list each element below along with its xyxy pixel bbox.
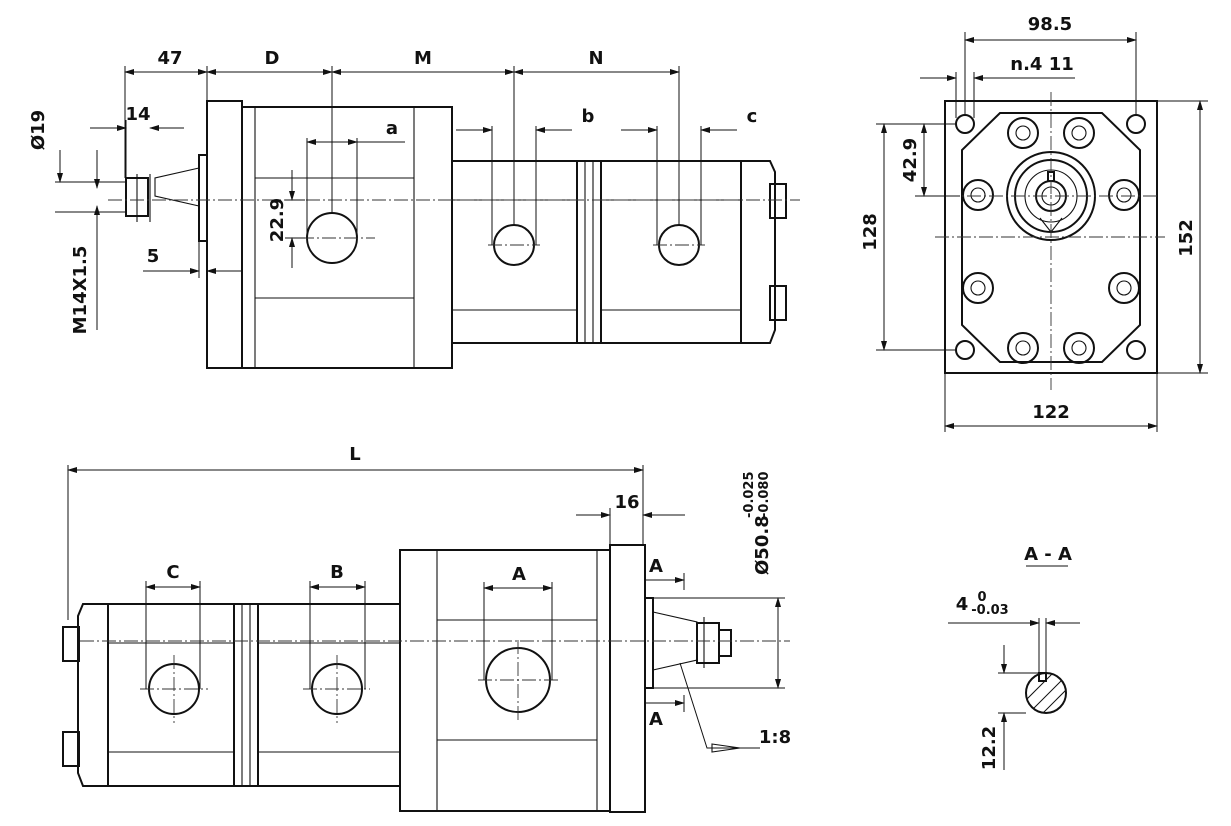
- dim-122: 122: [1032, 402, 1070, 423]
- dim-m: M: [414, 48, 432, 69]
- key-tol-upper: 0: [977, 590, 986, 605]
- dim-n: N: [588, 48, 603, 69]
- side-middle-section: [257, 603, 401, 787]
- dim-b: b: [582, 106, 595, 127]
- dim-42-9: 42.9: [900, 138, 921, 182]
- side-flange: [609, 544, 646, 813]
- dim-n4-11: n.4 11: [1010, 54, 1074, 75]
- dim-152: 152: [1176, 219, 1197, 257]
- dim-22-9: 22.9: [267, 198, 288, 242]
- top-view: 47 D M N 14 Ø19 M14X1.5 5 22.9: [28, 48, 800, 369]
- key-width: 4: [956, 594, 969, 615]
- dim-98-5: 98.5: [1028, 14, 1072, 35]
- dim-14: 14: [125, 104, 150, 125]
- top-shaft: [154, 167, 200, 207]
- dim-16: 16: [614, 492, 639, 513]
- side-front-section: [399, 549, 611, 812]
- dim-c-port: C: [166, 562, 179, 583]
- flange-bolt-bosses: [962, 117, 1140, 364]
- dim-a-port: A: [512, 564, 526, 585]
- side-rear-section: [107, 603, 235, 787]
- flange-body-outline: [961, 112, 1141, 363]
- dim-phi50-8: Ø50.8: [752, 515, 773, 575]
- section-title: A - A: [1024, 544, 1072, 565]
- dim-c: c: [747, 106, 758, 127]
- tol-upper-phi50-8: -0.025: [742, 471, 757, 518]
- top-flange: [206, 100, 243, 369]
- dim-47: 47: [157, 48, 182, 69]
- dim-12-2: 12.2: [979, 726, 1000, 770]
- side-view: L 16 Ø50.8 -0.025 -0.080 C B A A A: [62, 444, 791, 813]
- taper-1-8: 1:8: [759, 727, 791, 748]
- dim-m14x1-5: M14X1.5: [70, 246, 91, 335]
- tol-lower-phi50-8: -0.080: [757, 471, 772, 518]
- section-mark-top: A: [649, 556, 663, 577]
- dim-5: 5: [147, 246, 160, 267]
- dim-a: a: [386, 118, 398, 139]
- dim-l: L: [349, 444, 360, 465]
- top-rear-section: [600, 160, 742, 344]
- top-spigot: [198, 154, 208, 242]
- section-mark-bottom: A: [649, 709, 663, 730]
- section-key: [1038, 672, 1047, 682]
- section-view: A - A 4 0 -0.03 12.2: [948, 544, 1080, 770]
- dim-128: 128: [860, 213, 881, 251]
- dim-b-port: B: [330, 562, 344, 583]
- dim-d: D: [265, 48, 280, 69]
- top-rear-cover: [740, 160, 776, 344]
- dim-phi19: Ø19: [28, 110, 49, 150]
- side-rear-cover: [77, 603, 109, 787]
- key-tol-lower: -0.03: [971, 603, 1008, 618]
- flange-view: 98.5 n.4 11 42.9 128 152 122: [860, 14, 1208, 432]
